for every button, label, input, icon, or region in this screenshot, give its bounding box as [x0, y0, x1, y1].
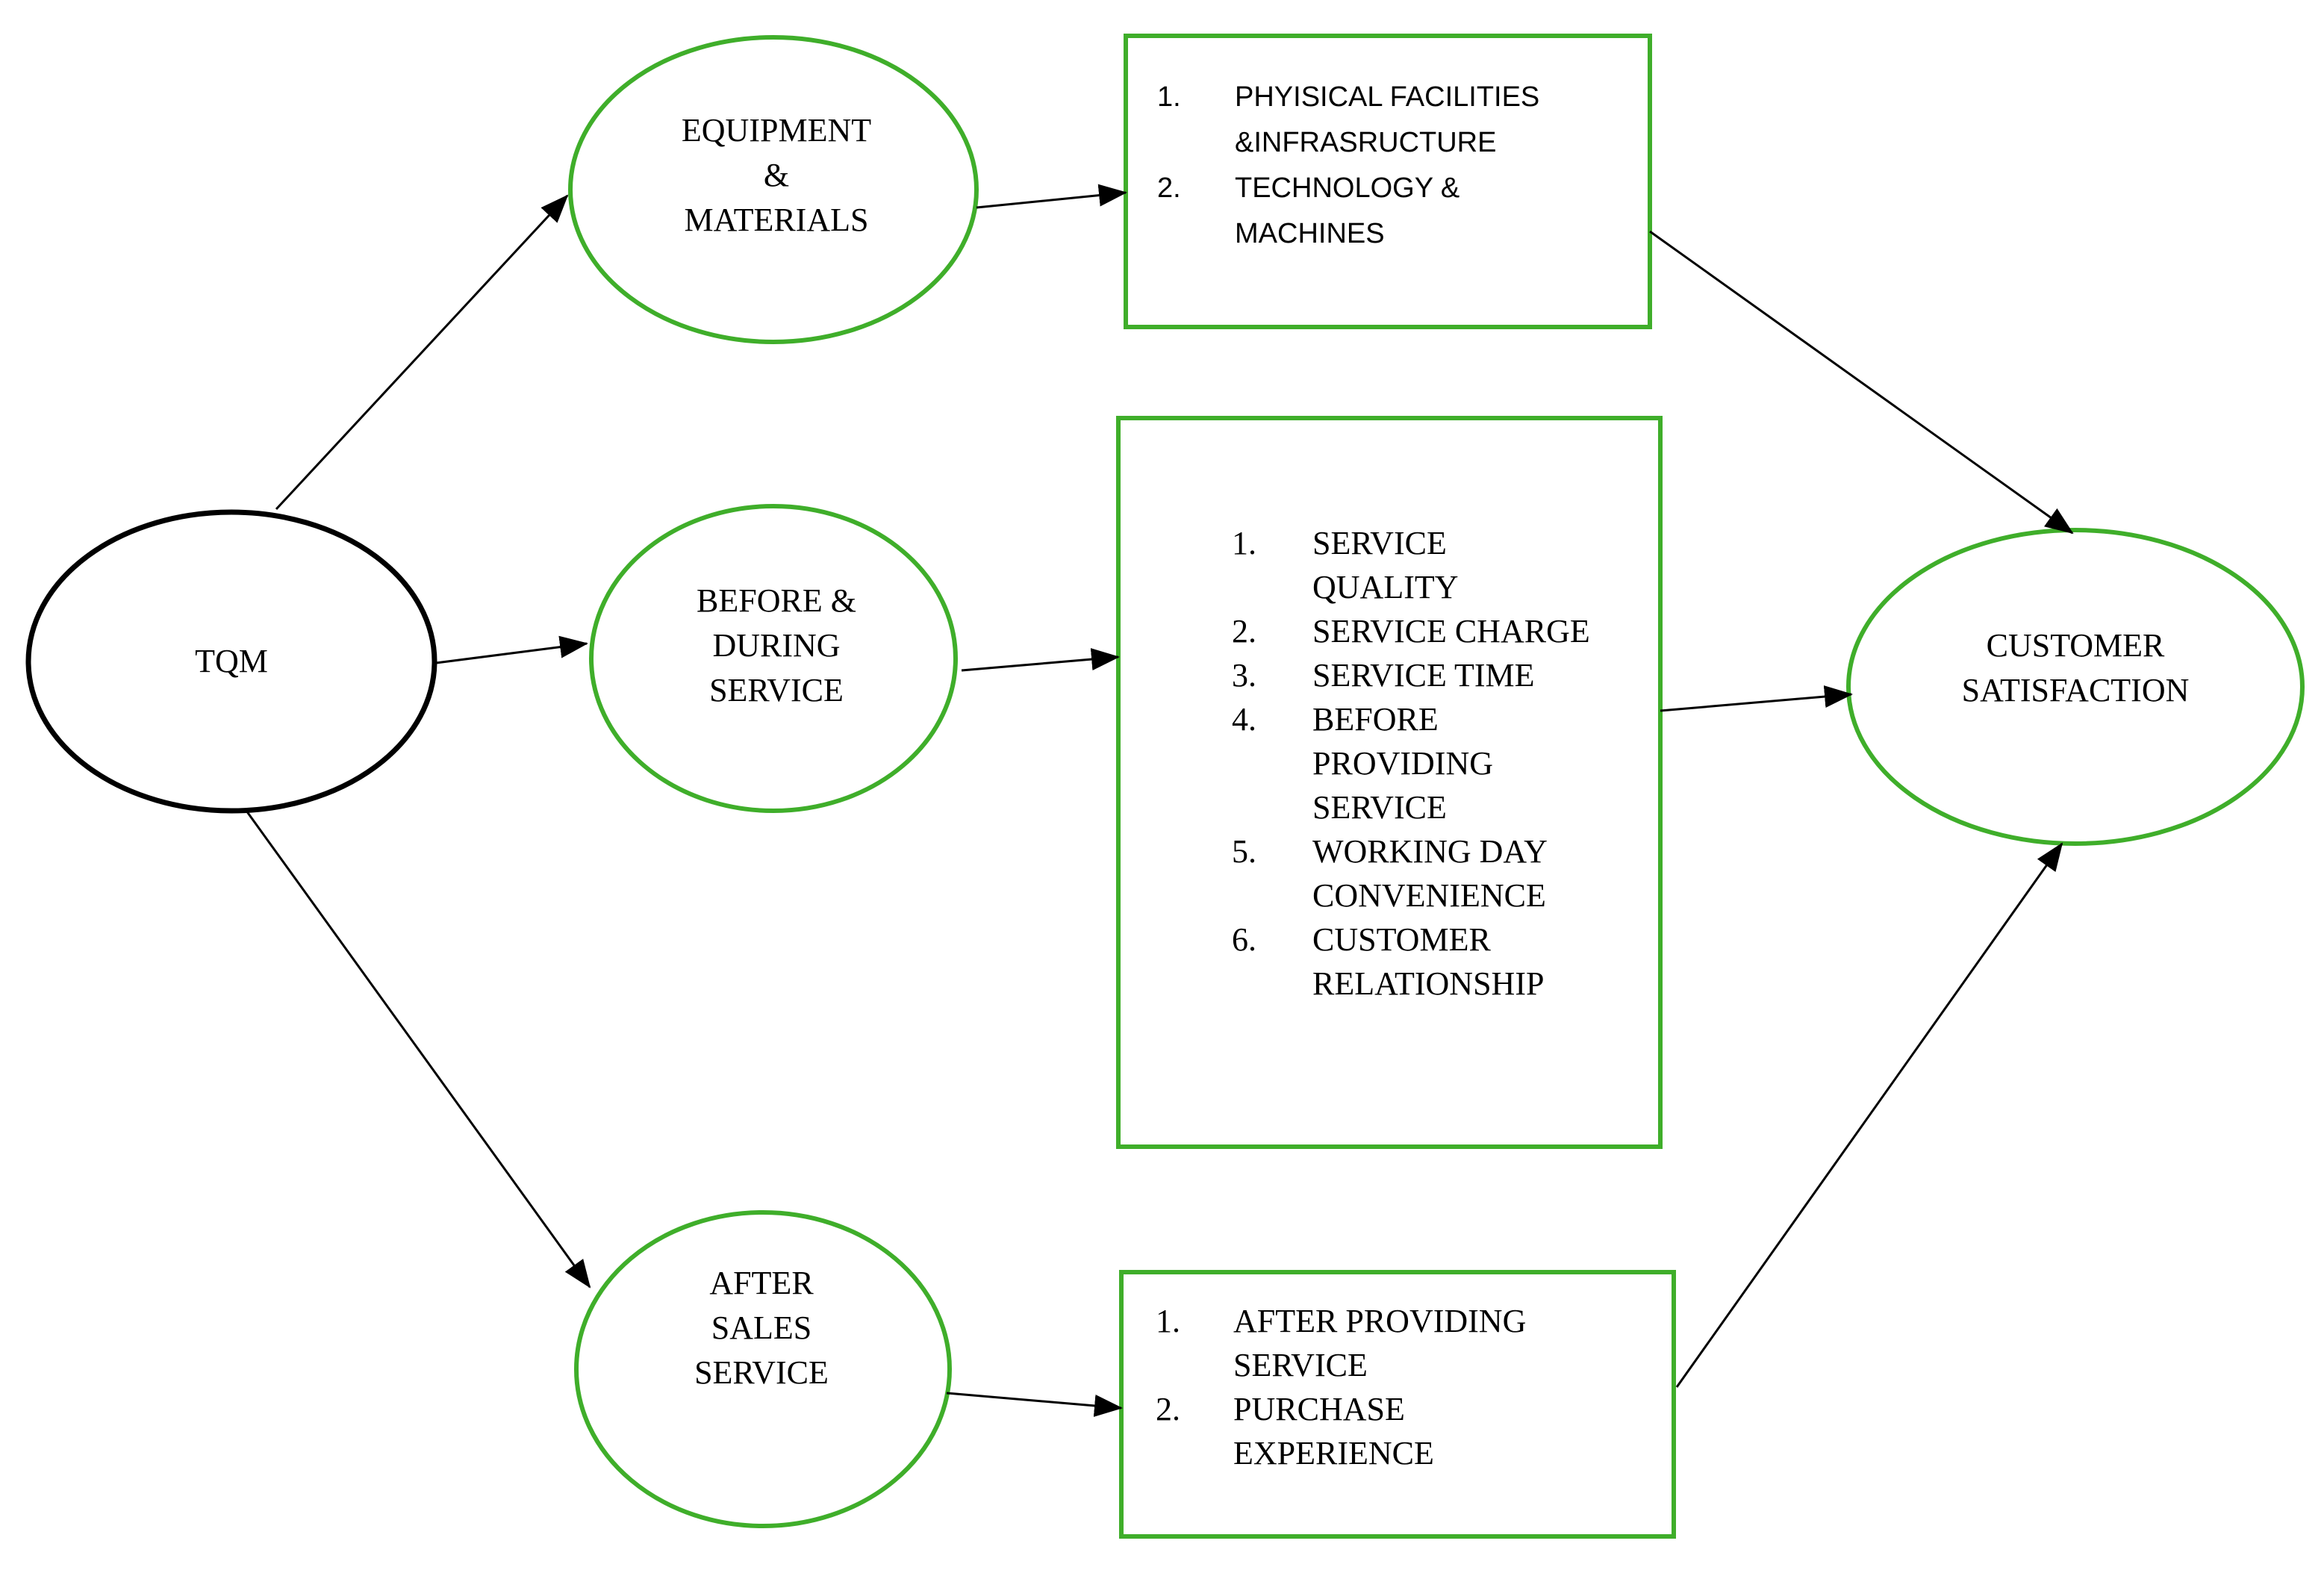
- list-item-text: SERVICE TIME: [1312, 653, 1650, 697]
- arrow-tqm-to-after-sales: [245, 810, 591, 1289]
- list-item: 2. PURCHASE EXPERIENCE: [1156, 1387, 1663, 1475]
- list-item-text: SERVICE QUALITY: [1312, 521, 1650, 609]
- list-item-line: SERVICE TIME: [1312, 657, 1535, 694]
- list-item-line: TECHNOLOGY &: [1235, 172, 1460, 204]
- before-during-label-line-2: DURING: [712, 627, 841, 664]
- list-item: 4. BEFORE PROVIDING SERVICE: [1232, 697, 1650, 829]
- arrow-after-sales-factors-to-satisfaction: [1675, 842, 2063, 1388]
- list-item-line: CONVENIENCE: [1312, 877, 1546, 914]
- list-item-number: 1.: [1232, 525, 1256, 561]
- list-item-line: RELATIONSHIP: [1312, 965, 1545, 1002]
- before-during-label-line-1: BEFORE &: [697, 582, 856, 619]
- list-item-text: CUSTOMER RELATIONSHIP: [1312, 918, 1650, 1006]
- list-item-number: 1.: [1156, 1303, 1180, 1339]
- before-during-label-line-3: SERVICE: [709, 672, 844, 708]
- list-item-line: PURCHASE: [1233, 1391, 1405, 1427]
- customer-satisfaction-label-line-2: SATISFACTION: [1961, 672, 2190, 708]
- arrow-tqm-to-before-during: [435, 635, 588, 664]
- list-item-number: 6.: [1232, 921, 1256, 958]
- list-item-line: EXPERIENCE: [1233, 1435, 1434, 1471]
- arrow-before-during-to-factors: [961, 648, 1120, 672]
- list-item: 2. TECHNOLOGY & MACHINES: [1157, 166, 1635, 257]
- list-item-number: 2.: [1157, 172, 1181, 204]
- list-item-number: 3.: [1232, 657, 1256, 694]
- list-item: 6. CUSTOMER RELATIONSHIP: [1232, 918, 1650, 1006]
- list-item-line: &INFRASRUCTURE: [1235, 127, 1497, 158]
- after-sales-label-line-1: AFTER: [709, 1265, 814, 1301]
- list-item: 2. SERVICE CHARGE: [1232, 609, 1650, 653]
- customer-satisfaction-label: CUSTOMER SATISFACTION: [1911, 620, 2240, 717]
- tqm-label: TQM: [82, 617, 381, 706]
- arrow-tqm-to-equipment: [275, 194, 569, 511]
- list-item-line: SERVICE CHARGE: [1312, 613, 1590, 650]
- after-sales-label-line-3: SERVICE: [694, 1354, 829, 1391]
- list-item-text: PURCHASE EXPERIENCE: [1233, 1387, 1663, 1475]
- equipment-factors-box: [1124, 34, 1652, 329]
- after-sales-factors-list: 1. AFTER PROVIDING SERVICE 2. PURCHASE E…: [1156, 1299, 1663, 1475]
- before-during-ellipse: [589, 504, 958, 813]
- equipment-label-line-3: MATERIALS: [684, 202, 869, 238]
- customer-satisfaction-label-line-1: CUSTOMER: [1986, 627, 2165, 664]
- list-item-number: 2.: [1156, 1391, 1180, 1427]
- before-during-label: BEFORE & DURING SERVICE: [620, 575, 933, 717]
- list-item: 5. WORKING DAY CONVENIENCE: [1232, 829, 1650, 918]
- list-item-number: 4.: [1232, 701, 1256, 738]
- tqm-label-text: TQM: [195, 643, 268, 679]
- after-sales-ellipse: [574, 1210, 952, 1528]
- tqm-ellipse: [25, 509, 437, 814]
- list-item-line: MACHINES: [1235, 218, 1385, 249]
- service-factors-list: 1. SERVICE QUALITY 2. SERVICE CHARGE 3. …: [1232, 521, 1650, 1006]
- after-sales-label-line-2: SALES: [711, 1309, 812, 1346]
- equipment-factors-list: 1. PHYISICAL FACILITIES &INFRASRUCTURE 2…: [1157, 75, 1635, 257]
- list-item-line: PHYISICAL FACILITIES: [1235, 81, 1540, 113]
- list-item-text: BEFORE PROVIDING SERVICE: [1312, 697, 1650, 829]
- list-item-line: WORKING DAY: [1312, 833, 1548, 870]
- service-factors-box: [1116, 416, 1663, 1149]
- arrow-equipment-to-factors: [976, 184, 1127, 209]
- equipment-label-line-1: EQUIPMENT: [681, 112, 872, 149]
- arrow-equipment-factors-to-satisfaction: [1649, 230, 2074, 535]
- list-item-text: WORKING DAY CONVENIENCE: [1312, 829, 1650, 918]
- list-item-text: SERVICE CHARGE: [1312, 609, 1650, 653]
- equipment-label: EQUIPMENT & MATERIALS: [620, 105, 933, 246]
- list-item-line: BEFORE: [1312, 701, 1439, 738]
- list-item-line: QUALITY: [1312, 569, 1459, 605]
- arrow-service-factors-to-satisfaction: [1660, 685, 1853, 712]
- list-item-line: PROVIDING: [1312, 745, 1493, 782]
- list-item-line: SERVICE: [1233, 1347, 1368, 1383]
- list-item-text: AFTER PROVIDING SERVICE: [1233, 1299, 1663, 1387]
- after-sales-label: AFTER SALES SERVICE: [612, 1257, 911, 1399]
- list-item-line: CUSTOMER: [1312, 921, 1491, 958]
- list-item-line: SERVICE: [1312, 525, 1447, 561]
- list-item: 1. PHYISICAL FACILITIES &INFRASRUCTURE: [1157, 75, 1635, 166]
- list-item-line: SERVICE: [1312, 789, 1447, 826]
- list-item: 3. SERVICE TIME: [1232, 653, 1650, 697]
- list-item-text: PHYISICAL FACILITIES &INFRASRUCTURE: [1235, 75, 1635, 166]
- list-item-text: TECHNOLOGY & MACHINES: [1235, 166, 1635, 257]
- equipment-label-line-2: &: [763, 157, 790, 193]
- list-item: 1. SERVICE QUALITY: [1232, 521, 1650, 609]
- list-item-number: 2.: [1232, 613, 1256, 650]
- after-sales-factors-box: [1119, 1270, 1676, 1539]
- equipment-ellipse: [568, 35, 979, 344]
- arrow-after-sales-to-factors: [946, 1392, 1123, 1417]
- list-item-line: AFTER PROVIDING: [1233, 1303, 1527, 1339]
- list-item: 1. AFTER PROVIDING SERVICE: [1156, 1299, 1663, 1387]
- list-item-number: 5.: [1232, 833, 1256, 870]
- list-item-number: 1.: [1157, 81, 1181, 113]
